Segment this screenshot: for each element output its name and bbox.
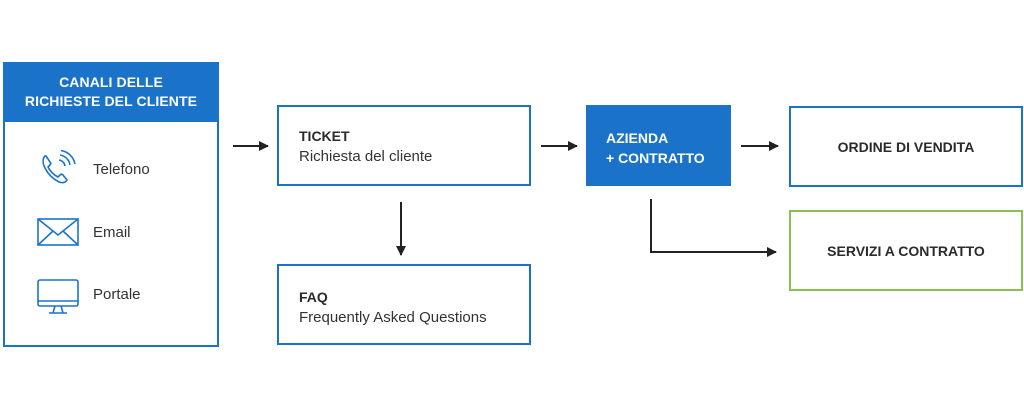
channel-item-telefono: Telefono [37, 150, 150, 188]
ordine-vendita-label: ORDINE DI VENDITA [837, 138, 975, 155]
channel-label-email: Email [93, 224, 131, 241]
faq-subtitle: Frequently Asked Questions [299, 309, 487, 326]
servizi-contratto-box: SERVIZI A CONTRATTO [789, 210, 1023, 291]
channel-label-telefono: Telefono [93, 161, 150, 178]
azienda-contratto-box: AZIENDA + CONTRATTO [586, 105, 731, 186]
channels-header-line1: CANALI DELLE [59, 74, 163, 90]
servizi-contratto-label: SERVIZI A CONTRATTO [827, 242, 985, 259]
channel-label-portale: Portale [93, 286, 141, 303]
channels-header: CANALI DELLE RICHIESTE DEL CLIENTE [3, 62, 219, 122]
ordine-vendita-box: ORDINE DI VENDITA [789, 106, 1023, 187]
channels-header-line2: RICHIESTE DEL CLIENTE [24, 93, 198, 109]
azienda-line1: AZIENDA [606, 130, 669, 146]
faq-box: FAQ Frequently Asked Questions [277, 264, 531, 345]
ticket-title: TICKET [299, 128, 350, 144]
customer-channels-panel: CANALI DELLE RICHIESTE DEL CLIENTE Telef… [3, 62, 219, 347]
monitor-icon [37, 279, 79, 314]
azienda-line2: + CONTRATTO [606, 150, 705, 166]
arrow-azienda-to-servizi [650, 199, 777, 257]
ticket-box: TICKET Richiesta del cliente [277, 105, 531, 186]
phone-icon [42, 150, 76, 184]
channel-item-portale: Portale [37, 278, 141, 316]
channel-item-email: Email [37, 214, 131, 252]
faq-title: FAQ [299, 289, 328, 305]
ticket-subtitle: Richiesta del cliente [299, 148, 433, 165]
envelope-icon [37, 218, 79, 246]
